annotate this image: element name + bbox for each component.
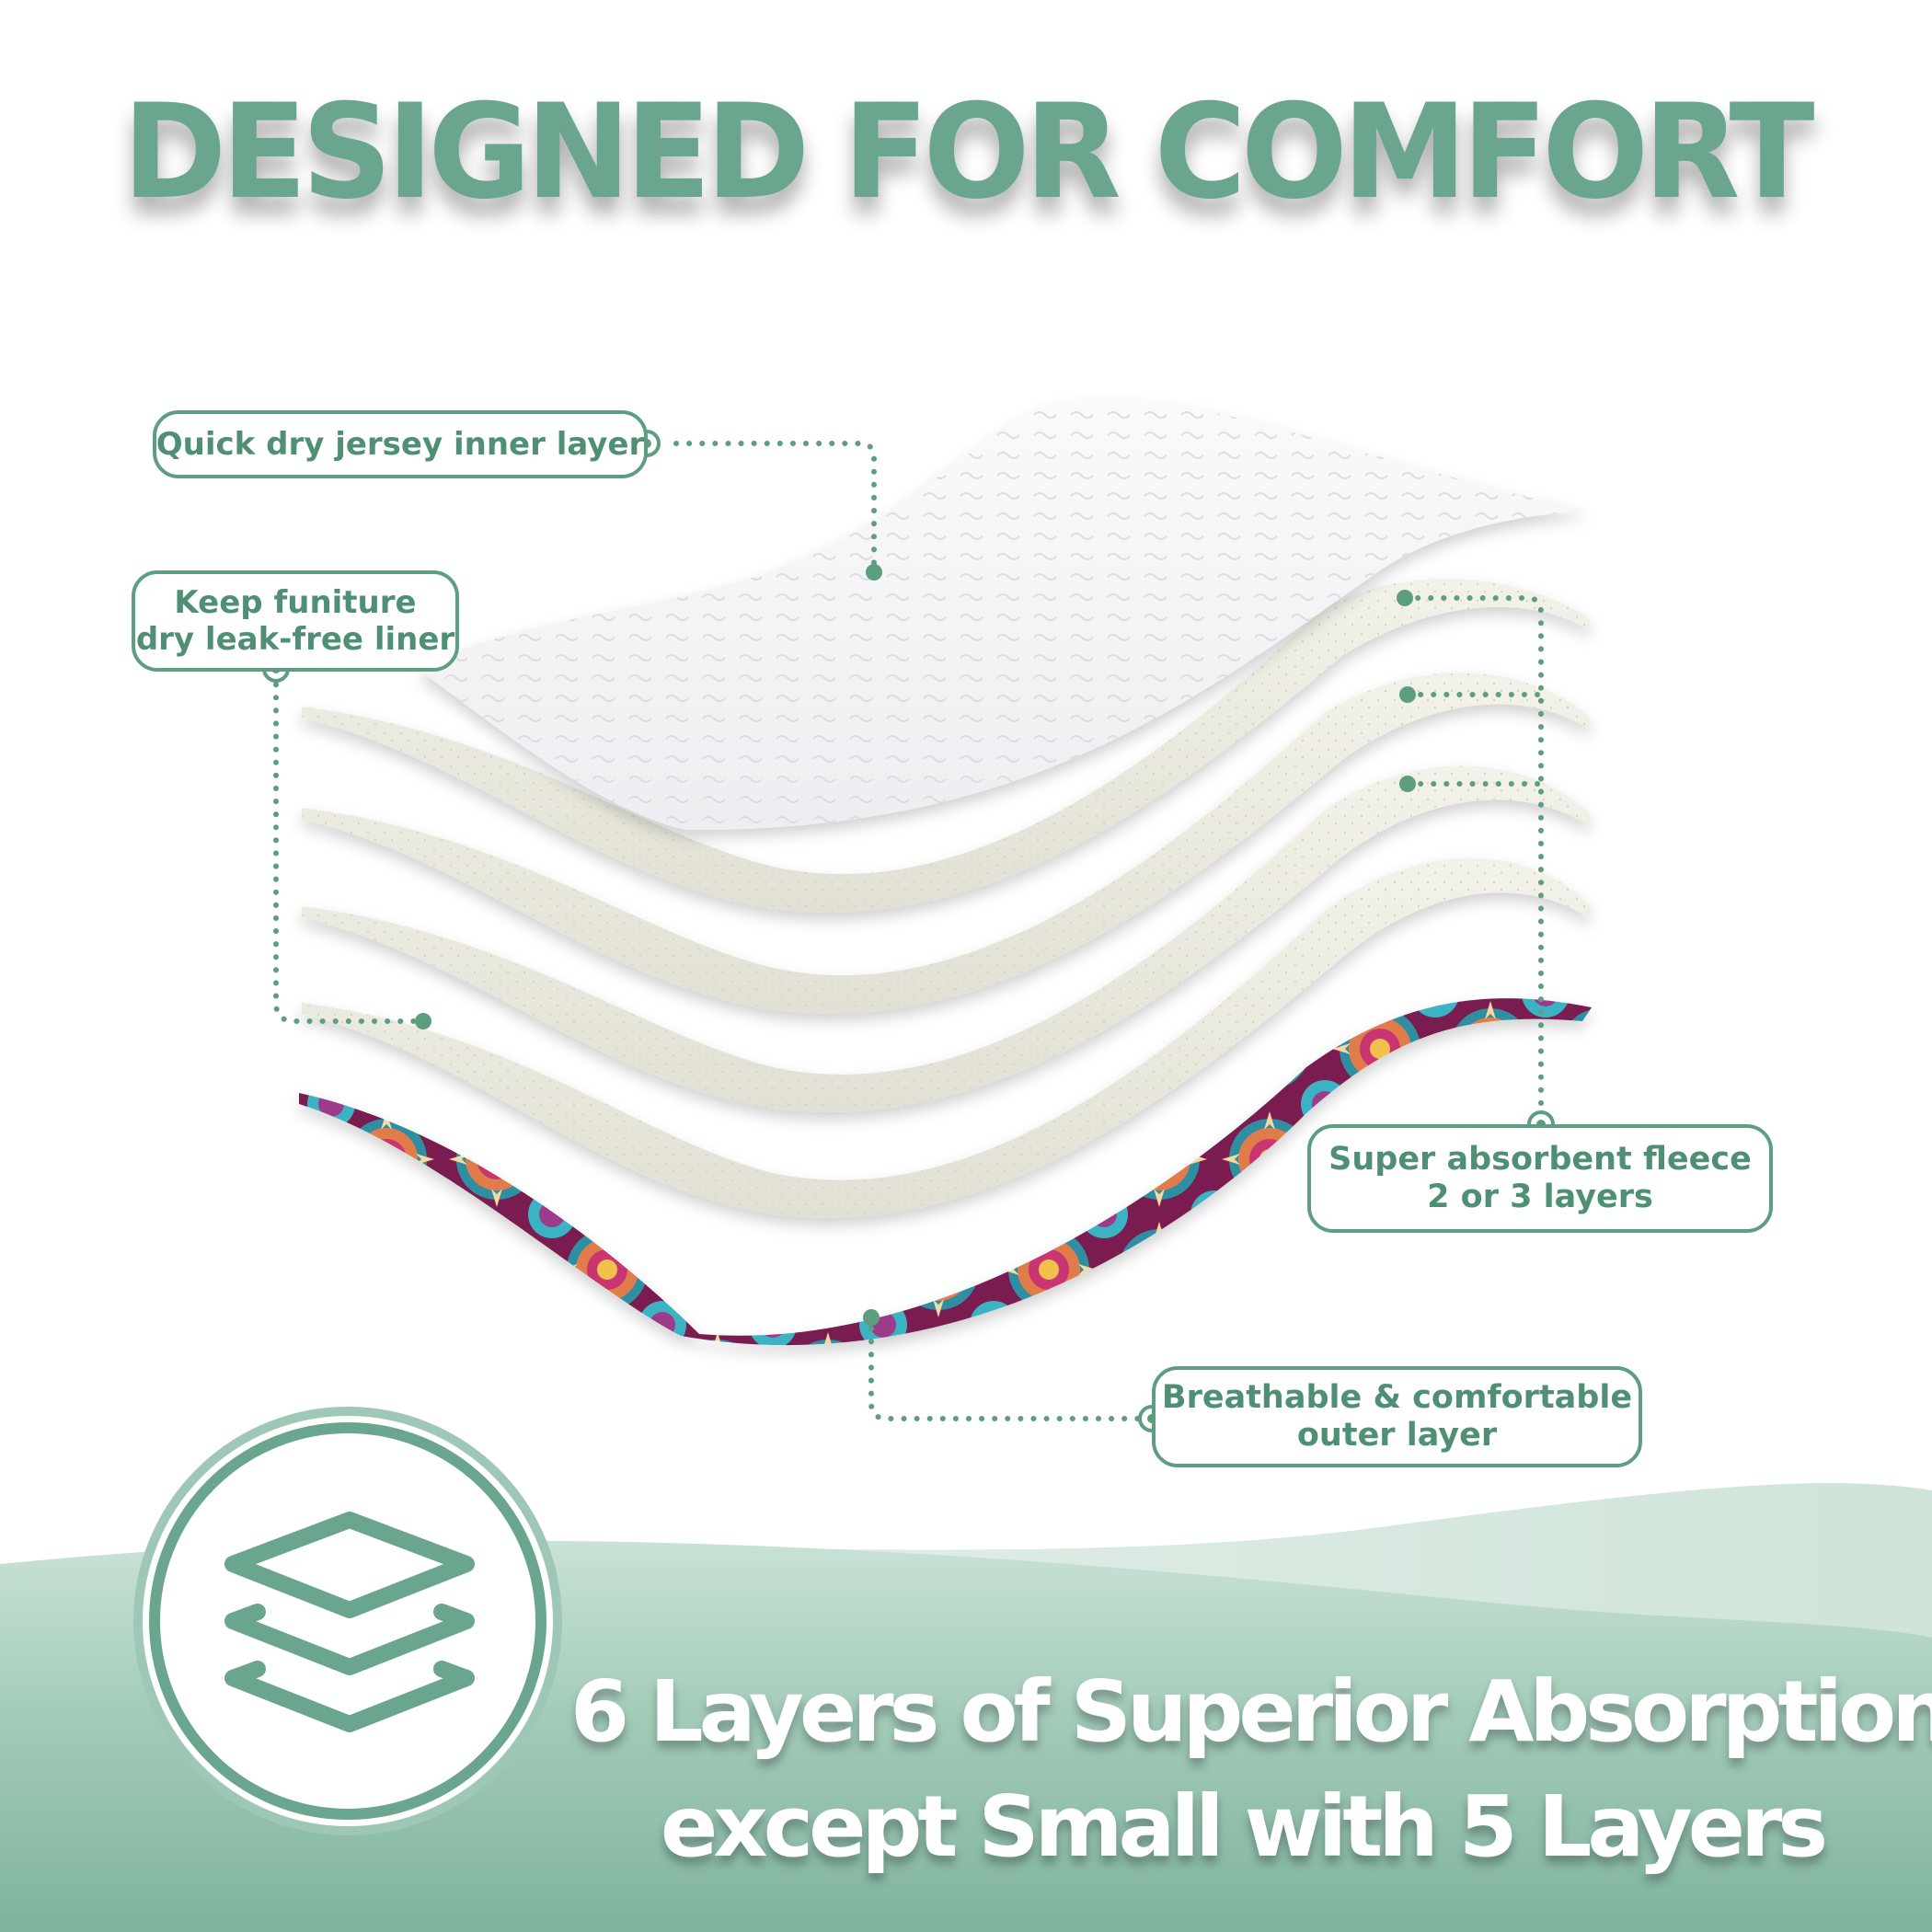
- callout-fleece-line2: 2 or 3 layers: [1427, 1179, 1653, 1215]
- layers-stack-icon: [224, 1512, 475, 1732]
- callout-liner-line1: Keep funiture: [174, 583, 417, 621]
- leader-dots: [415, 564, 1416, 1326]
- footer-line-2: except Small with 5 Layers: [660, 1777, 1828, 1876]
- callout-outer-line2: outer layer: [1296, 1417, 1498, 1454]
- leader-lines: [273, 441, 1544, 1421]
- callout-leak-free-liner: Keep funiture dry leak-free liner: [132, 570, 459, 672]
- footer-line-1: 6 Layers of Superior Absorption: [570, 1662, 1932, 1761]
- callout-outer-line1: Breathable & comfortable: [1161, 1378, 1633, 1416]
- layers-badge: [133, 1407, 562, 1835]
- callout-absorbent-fleece: Super absorbent fleece 2 or 3 layers: [1307, 1124, 1773, 1233]
- callout-fleece-line1: Super absorbent fleece: [1328, 1140, 1752, 1178]
- callout-inner-layer: Quick dry jersey inner layer: [153, 410, 648, 478]
- callout-outer-layer: Breathable & comfortable outer layer: [1152, 1366, 1642, 1467]
- callout-liner-line2: dry leak-free liner: [135, 621, 455, 658]
- headline: DESIGNED FOR COMFORT: [121, 76, 1817, 228]
- callout-inner-layer-text: Quick dry jersey inner layer: [155, 425, 645, 463]
